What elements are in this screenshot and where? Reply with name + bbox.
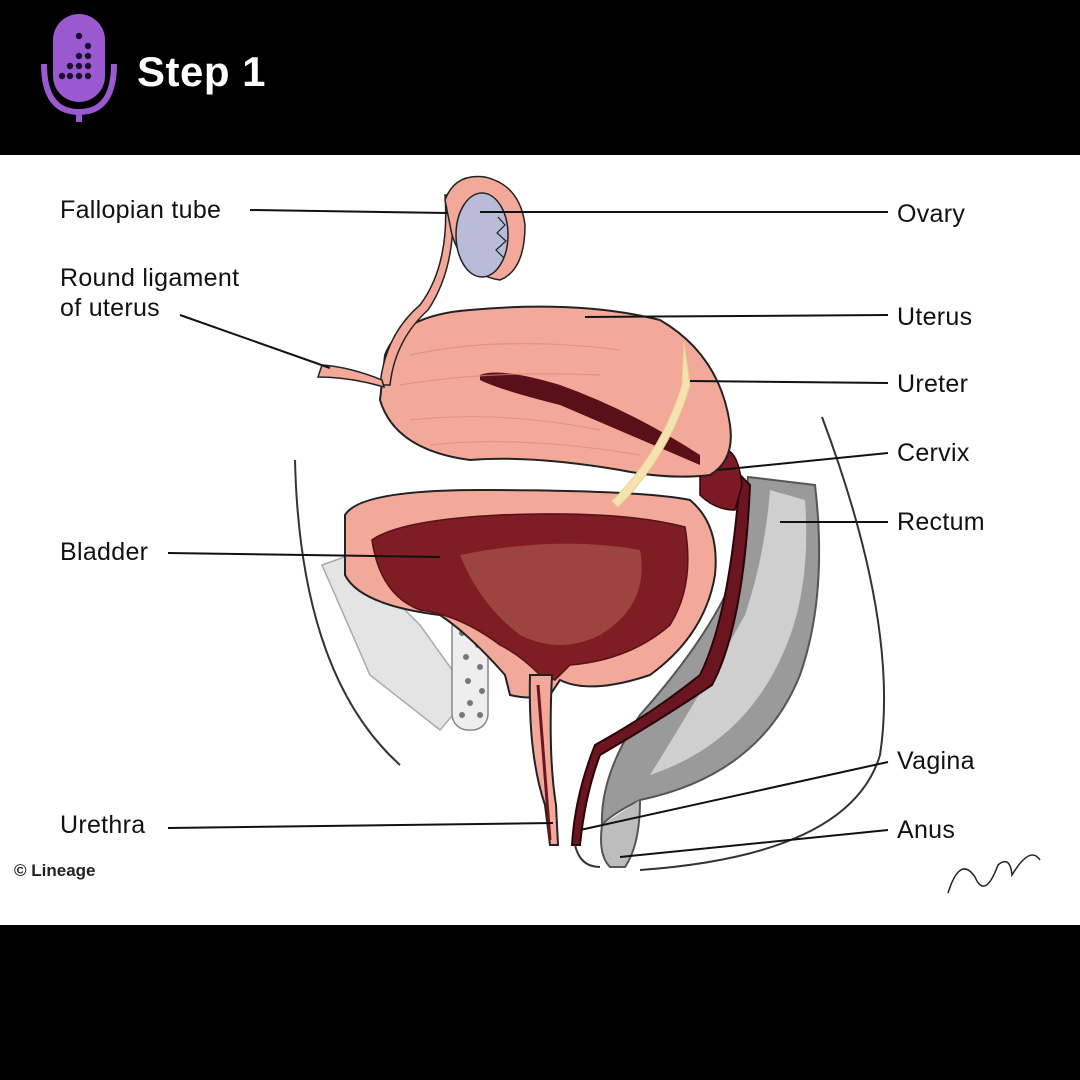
label-vagina: Vagina — [897, 747, 975, 775]
microphone-icon — [41, 14, 117, 122]
leader-lines — [167, 209, 889, 858]
label-bladder: Bladder — [60, 538, 149, 566]
copyright-notice: © Lineage — [14, 861, 96, 880]
uterus-muscle-texture — [399, 343, 641, 456]
round-ligament — [316, 364, 386, 389]
label-rectum: Rectum — [897, 508, 985, 536]
label-cervix: Cervix — [897, 439, 970, 467]
bladder-trigone — [460, 543, 642, 645]
ureter — [611, 342, 691, 508]
label-ureter: Ureter — [897, 370, 969, 398]
body-outline-left — [294, 459, 401, 766]
step-title: Step 1 — [137, 48, 267, 95]
vaginal-opening — [574, 844, 601, 868]
pelvis-anatomy-illustration — [167, 175, 1041, 894]
anatomy-diagram-panel: Fallopian tube Round ligament of uterus … — [0, 155, 1080, 925]
footer-bar — [0, 925, 1080, 1080]
label-anus: Anus — [897, 816, 956, 844]
label-uterus: Uterus — [897, 303, 973, 331]
label-ovary: Ovary — [897, 200, 966, 228]
label-fallopian-tube: Fallopian tube — [60, 196, 222, 224]
artist-signature — [947, 854, 1041, 894]
label-round-ligament: Round ligament of uterus — [60, 264, 240, 322]
label-urethra: Urethra — [60, 811, 146, 839]
anal-canal — [600, 799, 641, 868]
rectum-lumen — [650, 490, 807, 775]
header-bar: Step 1 — [0, 0, 1080, 155]
body-outline-right — [639, 416, 886, 871]
uterine-cavity — [480, 372, 700, 465]
ovary — [455, 192, 509, 278]
